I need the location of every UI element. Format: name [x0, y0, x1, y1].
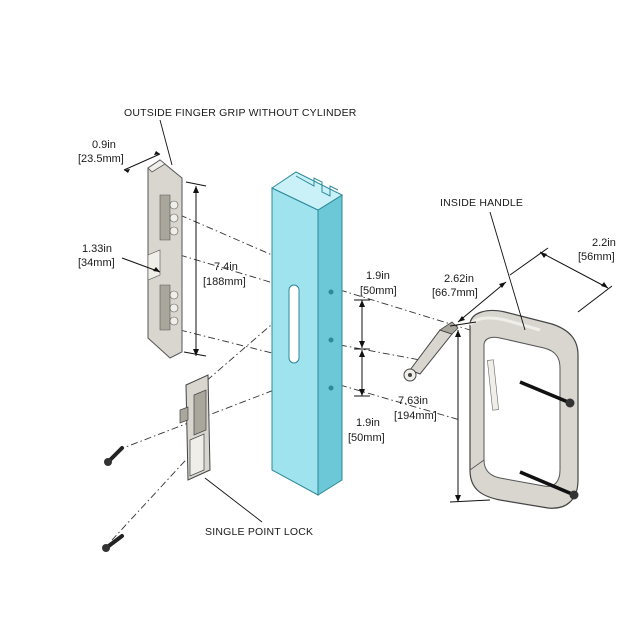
dim-handle-length: 7.63in [194mm]: [394, 395, 437, 422]
svg-text:7.63in: 7.63in: [398, 395, 428, 407]
inside-handle-label: INSIDE HANDLE: [440, 197, 523, 209]
dim-handle-depth: 2.2in [56mm]: [578, 237, 616, 263]
svg-text:[56mm]: [56mm]: [578, 251, 615, 263]
handle-bolt-top: [519, 380, 575, 408]
handle-bolt-bottom: [519, 470, 579, 500]
svg-text:[50mm]: [50mm]: [348, 432, 385, 444]
svg-text:1.33in: 1.33in: [82, 243, 112, 255]
leader-lines: [159, 119, 526, 523]
screw-bottom: [102, 534, 124, 552]
svg-text:[23.5mm]: [23.5mm]: [78, 153, 124, 165]
svg-text:1.9in: 1.9in: [356, 417, 380, 429]
dim-grip-length: 7.4in [188mm]: [203, 261, 246, 288]
dim-grip-depth: 0.9in [23.5mm]: [78, 139, 124, 165]
svg-text:0.9in: 0.9in: [92, 139, 116, 151]
dim-grip-width: 1.33in [34mm]: [78, 243, 115, 269]
outside-grip-label: OUTSIDE FINGER GRIP WITHOUT CYLINDER: [124, 107, 357, 119]
single-point-lock: [179, 374, 211, 481]
inside-handle: [468, 309, 579, 509]
svg-text:2.2in: 2.2in: [592, 237, 616, 249]
outside-finger-grip: [147, 159, 183, 359]
svg-text:[188mm]: [188mm]: [203, 276, 246, 288]
door-profile: [270, 171, 344, 496]
screw-top: [104, 446, 124, 466]
svg-text:[194mm]: [194mm]: [394, 410, 437, 422]
svg-text:[34mm]: [34mm]: [78, 257, 115, 269]
spindle-lever: [403, 321, 459, 382]
svg-text:[50mm]: [50mm]: [360, 285, 397, 297]
svg-text:[66.7mm]: [66.7mm]: [432, 287, 478, 299]
svg-text:1.9in: 1.9in: [366, 270, 390, 282]
single-point-lock-label: SINGLE POINT LOCK: [205, 526, 313, 538]
dim-hole-spacing-top: 1.9in [50mm]: [360, 270, 397, 297]
dim-hole-spacing-bottom: 1.9in [50mm]: [348, 417, 385, 444]
dim-handle-width: 2.62in [66.7mm]: [432, 273, 478, 299]
svg-text:2.62in: 2.62in: [444, 273, 474, 285]
dimension-lines: [121, 151, 613, 503]
svg-text:7.4in: 7.4in: [214, 261, 238, 273]
